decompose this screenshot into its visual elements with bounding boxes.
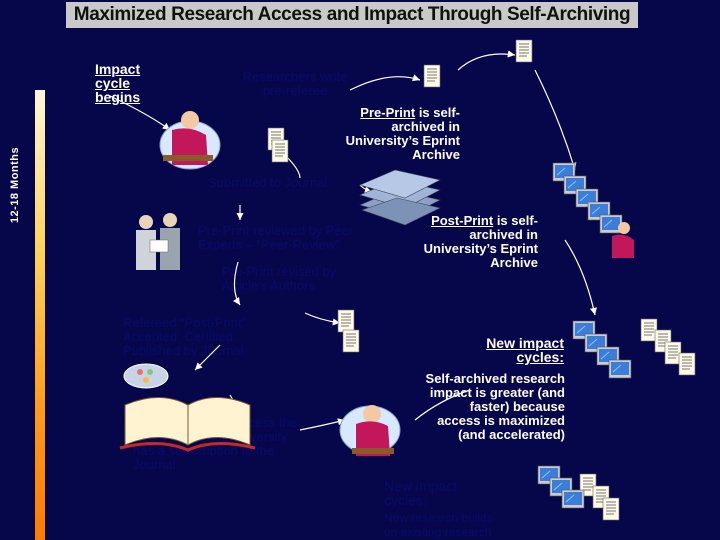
new-impact-body: Self-archived research impact is greater… — [425, 371, 565, 442]
new-impact-body-2: New research builds on existing research — [384, 511, 493, 539]
time-gradient-bar — [35, 90, 45, 540]
researcher-icon — [159, 111, 221, 170]
new-impact-title-2: New impact cycles: — [384, 478, 458, 508]
preprint-self-archived-label: Pre-Print is self-archived in University… — [336, 106, 460, 162]
preprint-title: Pre-Print — [360, 105, 416, 120]
reader-icon — [339, 405, 401, 456]
revised-label: Pre-Print revised by Article’s Authors — [222, 264, 337, 293]
impact-begins-label: Impact cycle begins — [95, 61, 141, 105]
submitted-label: Submitted to Journal — [208, 175, 328, 190]
preprint-body: is self-archived in University’s Eprint … — [345, 105, 460, 162]
refereed-label: Refereed “Post-Print” Accepted, Certifie… — [123, 315, 246, 358]
postprint-body: is self-archived in University’s Eprint … — [423, 213, 538, 270]
postprint-title: Post-Print — [431, 213, 494, 228]
new-impact-title: New impact cycles: — [486, 335, 564, 365]
postprint-self-archived-label: Post-Print is self-archived in Universit… — [418, 214, 538, 270]
stack-of-papers-icon — [359, 169, 441, 226]
computer-lab-icon — [552, 162, 634, 258]
reviewed-label: Pre-Print reviewed by Peer Experts – “Pe… — [198, 223, 354, 252]
researchers-write-label: Researchers write pre-referee — [242, 69, 348, 98]
open-book-icon — [119, 363, 256, 452]
page-title: Maximized Research Access and Impact Thr… — [66, 2, 638, 28]
document-icon — [267, 39, 696, 521]
peer-reviewers-icon — [136, 213, 180, 270]
